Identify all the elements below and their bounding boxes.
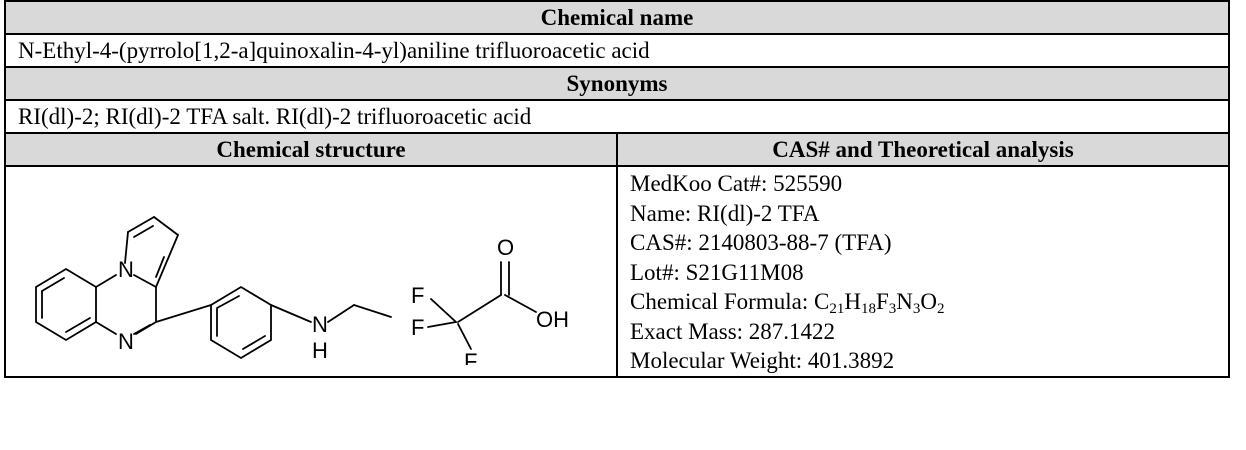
formula-subscript: 2	[936, 301, 945, 317]
formula-element: C	[813, 289, 830, 314]
formula-element: H	[844, 289, 861, 314]
cas-analysis-cell: MedKoo Cat#: 525590 Name: RI(dl)-2 TFA C…	[616, 165, 1230, 378]
atom-o-carbonyl: O	[497, 235, 514, 260]
formula-element: F	[875, 289, 889, 314]
atom-f3: F	[464, 349, 477, 365]
atom-oh: OH	[536, 307, 569, 332]
formula-element: N	[896, 289, 913, 314]
atom-f1: F	[411, 283, 424, 308]
synonyms-value: RI(dl)-2; RI(dl)-2 TFA salt. RI(dl)-2 tr…	[4, 99, 1230, 134]
formula-label: Chemical Formula:	[630, 289, 814, 314]
atom-n-ring-bottom: N	[118, 329, 134, 354]
structure-atom-labels: N N N H O OH F F F	[118, 235, 569, 365]
formula-subscript: 3	[912, 301, 921, 317]
atom-n-ring-top: N	[118, 257, 134, 282]
formula-subscript: 21	[829, 301, 845, 317]
datasheet-table: Chemical name N-Ethyl-4-(pyrrolo[1,2-a]q…	[4, 0, 1230, 378]
atom-f2: F	[411, 315, 424, 340]
cas-analysis-header: CAS# and Theoretical analysis	[616, 132, 1230, 167]
formula-element: O	[920, 289, 937, 314]
formula-subscript: 3	[888, 301, 897, 317]
product-datasheet: Chemical name N-Ethyl-4-(pyrrolo[1,2-a]q…	[4, 0, 1230, 378]
chemical-structure-drawing: N N N H O OH F F F	[35, 216, 569, 365]
formula-subscript: 18	[860, 301, 876, 317]
formula-line: Chemical Formula: C21H18F3N3O2	[630, 287, 1216, 317]
exact-mass-line: Exact Mass: 287.1422	[630, 318, 836, 344]
atom-h-amine: H	[312, 338, 328, 363]
chemical-name-header: Chemical name	[4, 0, 1230, 35]
cas-line: CAS#: 2140803-88-7 (TFA)	[630, 230, 892, 255]
lot-line: Lot#: S21G11M08	[630, 259, 804, 285]
atom-n-amine: N	[312, 312, 328, 337]
structure-header: Chemical structure	[4, 132, 618, 167]
chemical-name-value: N-Ethyl-4-(pyrrolo[1,2-a]quinoxalin-4-yl…	[4, 33, 1230, 68]
name-line: Name: RI(dl)-2 TFA	[630, 200, 820, 226]
synonyms-header: Synonyms	[4, 66, 1230, 101]
structure-bonds	[35, 216, 537, 360]
molecular-weight-line: Molecular Weight: 401.3892	[630, 348, 895, 373]
chemical-structure-cell: N N N H O OH F F F	[4, 165, 618, 378]
medkoo-cat-line: MedKoo Cat#: 525590	[630, 171, 843, 196]
